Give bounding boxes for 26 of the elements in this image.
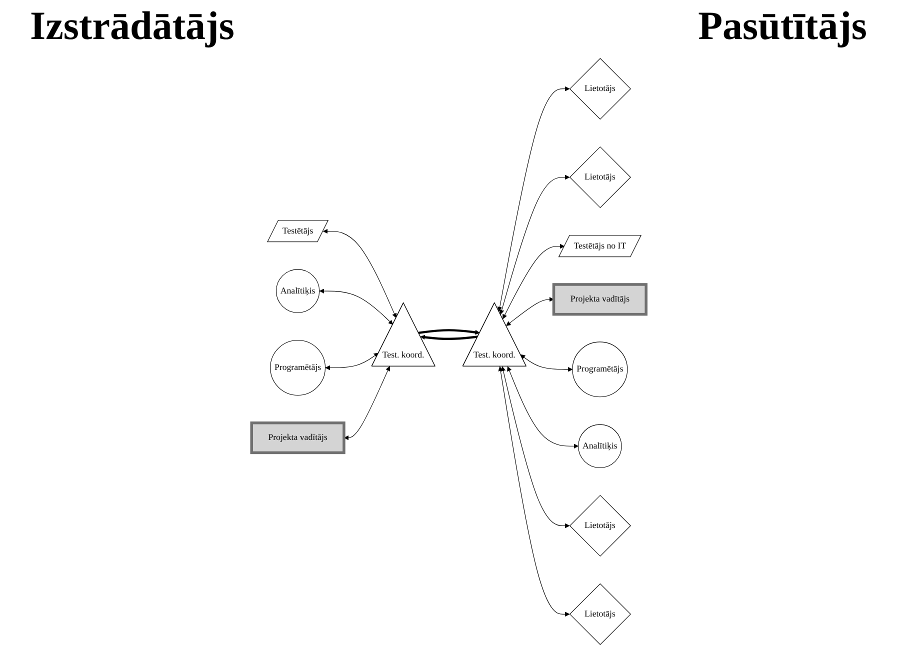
node-circle: Programētājs bbox=[572, 342, 628, 398]
node-circle: Analītiķis bbox=[578, 424, 622, 468]
node-diamond: Lietotājs bbox=[569, 494, 631, 557]
arrow bbox=[322, 228, 396, 318]
arrow bbox=[497, 86, 570, 312]
node-diamond: Lietotājs bbox=[569, 583, 631, 645]
arrow bbox=[418, 329, 480, 335]
arrow bbox=[420, 334, 478, 340]
node-box: Projekta vadītājs bbox=[250, 421, 345, 454]
arrow bbox=[319, 288, 393, 325]
node-diamond: Lietotājs bbox=[569, 146, 631, 208]
arrow bbox=[344, 366, 390, 440]
arrow bbox=[500, 366, 570, 528]
arrow bbox=[499, 174, 570, 315]
arrow bbox=[324, 352, 378, 370]
node-box: Projekta vadītājs bbox=[552, 283, 648, 316]
node-circle: Programētājs bbox=[270, 340, 326, 396]
arrow bbox=[502, 244, 564, 320]
arrow bbox=[520, 354, 572, 372]
arrow bbox=[506, 296, 554, 326]
node-diamond: Lietotājs bbox=[569, 58, 631, 120]
side-heading: Pasūtītājs bbox=[698, 2, 867, 50]
node-circle: Analītiķis bbox=[276, 269, 320, 313]
side-heading: Izstrādātājs bbox=[30, 2, 234, 50]
arrow bbox=[506, 366, 578, 449]
arrow bbox=[498, 366, 570, 617]
